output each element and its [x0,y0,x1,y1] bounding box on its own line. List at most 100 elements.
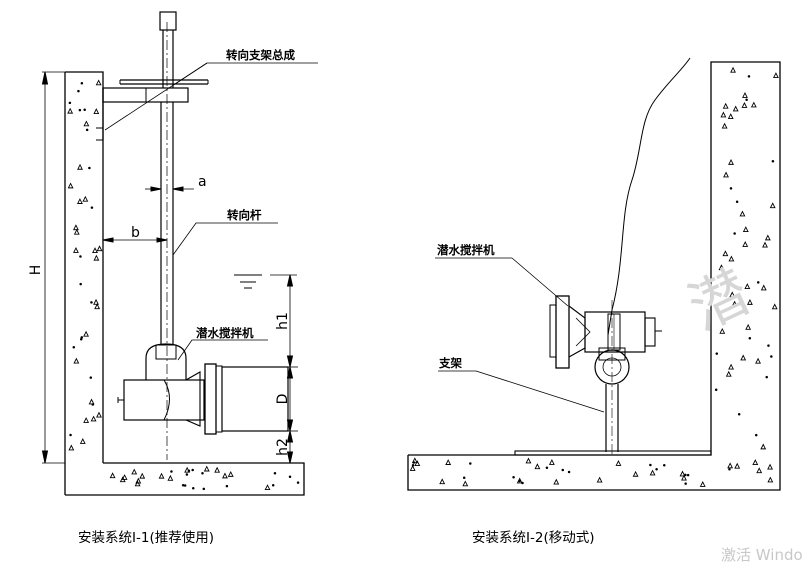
concrete-speckle [756,281,760,284]
concrete-speckle [69,433,72,437]
concrete-speckle [264,484,271,491]
concrete-speckle [92,247,98,254]
concrete-speckle [462,476,466,479]
concrete-speckle [83,330,89,337]
concrete-speckle [632,470,639,477]
concrete-speckle [739,210,746,217]
steering-bracket-assembly [96,11,209,141]
concrete-speckle [72,346,76,349]
concrete-speckle [681,474,687,481]
concrete-speckle [158,472,165,479]
concrete-speckle [553,478,560,485]
concrete-speckle [85,128,89,132]
concrete-speckle [439,478,446,485]
concrete-speckle [109,472,116,479]
concrete-speckle [769,202,776,209]
concrete-speckle [771,303,778,310]
dim-label-h2: h2 [275,438,291,456]
dimension-h1-D-h2 [270,274,298,464]
concrete-speckle [727,113,734,120]
concrete-speckle [73,357,80,364]
concrete-speckle [752,459,759,465]
concrete-speckle [167,474,174,481]
concrete-speckle [79,255,82,258]
concrete-speckle [411,464,415,467]
concrete-speckle [134,480,141,487]
concrete-speckle [731,300,738,307]
concrete-speckle [222,472,228,479]
concrete-speckle [184,466,191,473]
concrete-speckle [729,291,736,298]
dim-label-a: a [198,174,207,190]
concrete-speckle [727,462,734,469]
concrete-speckle [79,438,86,444]
concrete-speckle [67,107,74,114]
concrete-speckle [767,344,770,347]
concrete-speckle [183,484,187,487]
concrete-speckle [445,459,452,465]
concrete-speckle [771,159,775,163]
concrete-speckle [760,443,767,450]
concrete-speckle [202,487,206,491]
concrete-speckle [512,476,515,479]
dimension-H [41,71,65,464]
concrete-speckle [181,484,185,487]
concrete-speckle [170,470,173,473]
label-bracket-assembly: 转向支架总成 [226,48,295,62]
concrete-speckle [78,108,82,112]
concrete-speckle [93,298,99,305]
concrete-speckle [754,433,758,437]
concrete-speckle [720,111,727,118]
concrete-speckle [93,108,100,114]
left-leader-lines [104,62,318,361]
concrete-speckle [227,470,234,477]
right-leader-lines [435,257,605,413]
dimension-b [102,237,168,243]
left-installation-drawing [41,11,318,496]
concrete-speckle [684,482,687,485]
concrete-speckle [740,354,747,361]
concrete-speckle [93,254,100,261]
concrete-speckle [414,460,421,467]
left-mixer-unit [117,343,289,435]
dim-label-h1: h1 [275,312,291,330]
dim-label-b: b [131,225,140,241]
concrete-speckle [744,283,751,290]
concrete-speckle [89,376,93,379]
concrete-speckle [699,480,706,487]
label-steering-rod: 转向杆 [227,208,262,222]
right-installation-drawing [407,57,781,491]
concrete-speckle [409,465,416,471]
caption-left: 安装系统Ⅰ-1(推荐使用) [78,529,214,546]
concrete-speckle [94,303,101,310]
dim-label-D: D [275,394,291,405]
concrete-speckle [734,462,741,469]
concrete-speckle [747,298,753,305]
concrete-speckle [684,473,687,477]
concrete-speckle [722,250,729,257]
concrete-speckle [273,472,277,475]
concrete-speckle [767,463,773,470]
concrete-speckle [567,470,571,474]
label-support: 支架 [438,356,462,370]
concrete-speckle [73,247,79,253]
concrete-speckle [719,327,726,334]
concrete-speckle [747,75,751,78]
concrete-speckle [68,444,75,451]
concrete-speckle [271,483,275,487]
concrete-speckle [83,108,86,111]
concrete-speckle [725,370,732,377]
concrete-speckle [90,206,94,209]
concrete-speckle [185,473,189,476]
concrete-speckle [288,475,292,479]
watermark-text: 激活 Windo [721,546,803,563]
concrete-speckle [764,234,771,241]
concrete-speckle [88,398,95,405]
concrete-speckle [72,224,79,231]
concrete-speckle [561,468,565,472]
concrete-speckle [596,476,603,483]
concrete-speckle [79,338,83,341]
concrete-speckle [765,375,768,379]
concrete-speckle [518,479,521,483]
